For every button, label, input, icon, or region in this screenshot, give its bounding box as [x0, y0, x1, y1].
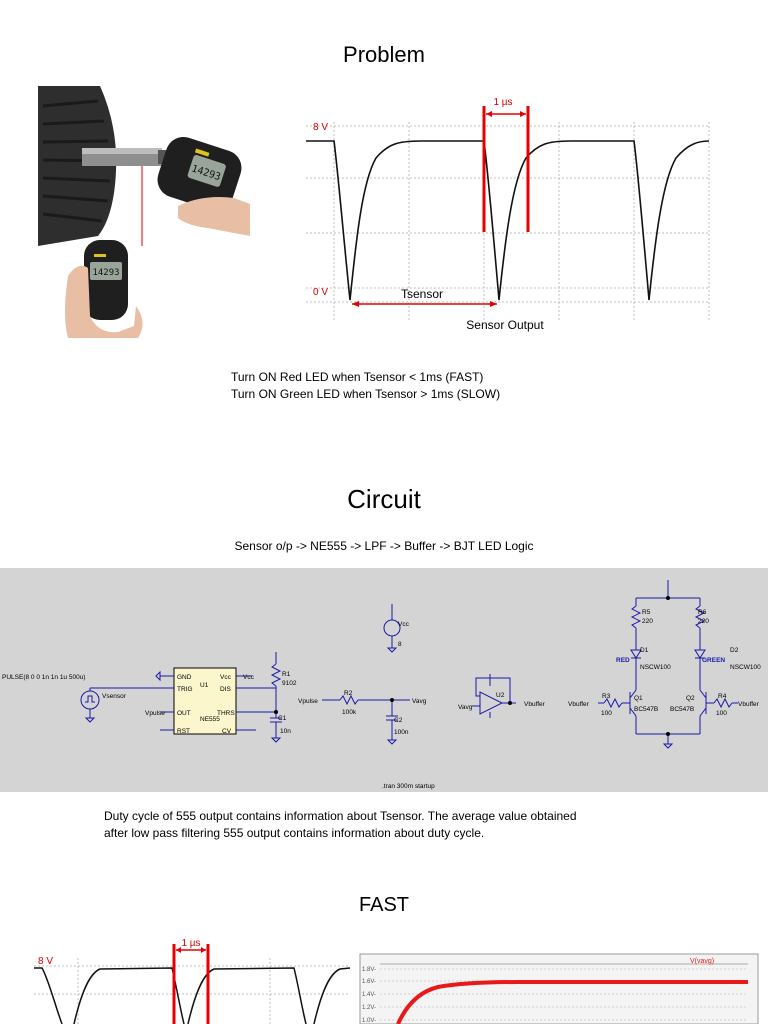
vpulse-net-label: Vpulse	[298, 698, 318, 705]
r6-value: 220	[698, 618, 709, 625]
r2-label: R2	[344, 690, 353, 697]
r6-label: R6	[698, 609, 707, 616]
trace-label: V(vavg)	[690, 958, 714, 965]
circuit-description: Duty cycle of 555 output contains inform…	[104, 808, 577, 842]
vbuffer-label: Vbuffer	[524, 701, 546, 708]
tran-directive: .tran 300m startup	[382, 783, 435, 790]
signal-chain: Sensor o/p -> NE555 -> LPF -> Buffer -> …	[234, 539, 534, 553]
q1-label: Q1	[634, 695, 643, 702]
d1-label: D1	[640, 647, 649, 654]
ytick-4: 1.2V-	[362, 1005, 376, 1011]
r5-value: 220	[642, 618, 653, 625]
r3-label: R3	[602, 693, 611, 700]
sensor-output-waveform: 1 µs 8 V 0 V Tsensor Sensor Output	[306, 97, 710, 332]
r4-label: R4	[718, 693, 727, 700]
d1-model: NSCW100	[640, 664, 671, 671]
rule-red: Turn ON Red LED when Tsensor < 1ms (FAST…	[231, 370, 484, 384]
meter2-reading: 14293	[92, 268, 119, 278]
r1-value: 9102	[282, 680, 297, 687]
pin-vcc: Vcc	[220, 674, 232, 681]
tachometer-photo: 14293 14293	[38, 86, 250, 338]
fast-top-voltage-label: 8 V	[38, 956, 53, 967]
c2-label: C2	[394, 717, 403, 724]
q2-label: Q2	[686, 695, 695, 702]
bottom-voltage-label: 0 V	[313, 287, 328, 298]
pin-trig: TRIG	[177, 686, 193, 693]
r1-label: R1	[282, 671, 291, 678]
r3-value: 100	[601, 710, 612, 717]
led-rules: Turn ON Red LED when Tsensor < 1ms (FAST…	[231, 369, 500, 403]
u1-label: U1	[200, 682, 209, 689]
vavg-net-label: Vavg	[412, 698, 427, 705]
c2-value: 100n	[394, 729, 409, 736]
d2-model: NSCW100	[730, 664, 761, 671]
c1-value: 10n	[280, 728, 291, 735]
ne555-label: NE555	[200, 716, 220, 723]
pin-thrs: THRS	[217, 710, 235, 717]
u2-label: U2	[496, 692, 505, 699]
red-led-label: RED	[616, 657, 630, 664]
pin-dis: DIS	[220, 686, 232, 693]
problem-title: Problem	[343, 42, 425, 67]
r2-value: 100k	[342, 709, 357, 716]
circuit-schematic: PULSE(8 0 0 1n 1n 1u 500u) Vsensor U1 NE…	[0, 568, 768, 792]
pin-out: OUT	[177, 710, 191, 717]
description-line-1: Duty cycle of 555 output contains inform…	[104, 809, 577, 823]
pin-cv: CV	[222, 728, 232, 735]
pulse-source-label: PULSE(8 0 0 1n 1n 1u 500u)	[2, 674, 85, 681]
pulse-width-label: 1 µs	[493, 97, 512, 108]
pin-gnd: GND	[177, 674, 192, 681]
r4-value: 100	[716, 710, 727, 717]
vcc-source-label: Vcc	[398, 621, 410, 628]
tsensor-label: Tsensor	[401, 287, 443, 301]
q1-input-label: Vbuffer	[568, 701, 590, 708]
u1-vcc-net: Vcc	[243, 674, 255, 681]
q2-input-label: Vbuffer	[738, 701, 760, 708]
fast-waveform: 1 µs 8 V	[34, 938, 351, 1024]
q2-model: BC547B	[670, 706, 694, 713]
vavg-plot: 1.8V- 1.6V- 1.4V- 1.2V- 1.0V- V(vavg)	[359, 953, 759, 1024]
top-voltage-label: 8 V	[313, 122, 328, 133]
c1-label: C1	[278, 715, 287, 722]
r5-label: R5	[642, 609, 651, 616]
ytick-5: 1.0V-	[362, 1018, 376, 1024]
fast-title: FAST	[358, 894, 409, 916]
pin-rst: RST	[177, 728, 190, 735]
ytick-2: 1.6V-	[362, 979, 376, 985]
d2-label: D2	[730, 647, 739, 654]
ytick-3: 1.4V-	[362, 992, 376, 998]
vcc-source-value: 8	[398, 641, 402, 648]
ytick-1: 1.8V-	[362, 967, 376, 973]
rule-green: Turn ON Green LED when Tsensor > 1ms (SL…	[231, 387, 501, 401]
circuit-title: Circuit	[347, 484, 421, 514]
fast-pulse-width-label: 1 µs	[181, 938, 200, 949]
vpulse-out-label: Vpulse	[145, 710, 165, 717]
u2-input-label: Vavg	[458, 704, 473, 711]
q1-model: BC547B	[634, 706, 658, 713]
green-led-label: GREEN	[702, 657, 725, 664]
waveform-caption: Sensor Output	[466, 318, 544, 332]
vsensor-label: Vsensor	[102, 693, 127, 700]
description-line-2: after low pass filtering 555 output cont…	[104, 826, 485, 840]
